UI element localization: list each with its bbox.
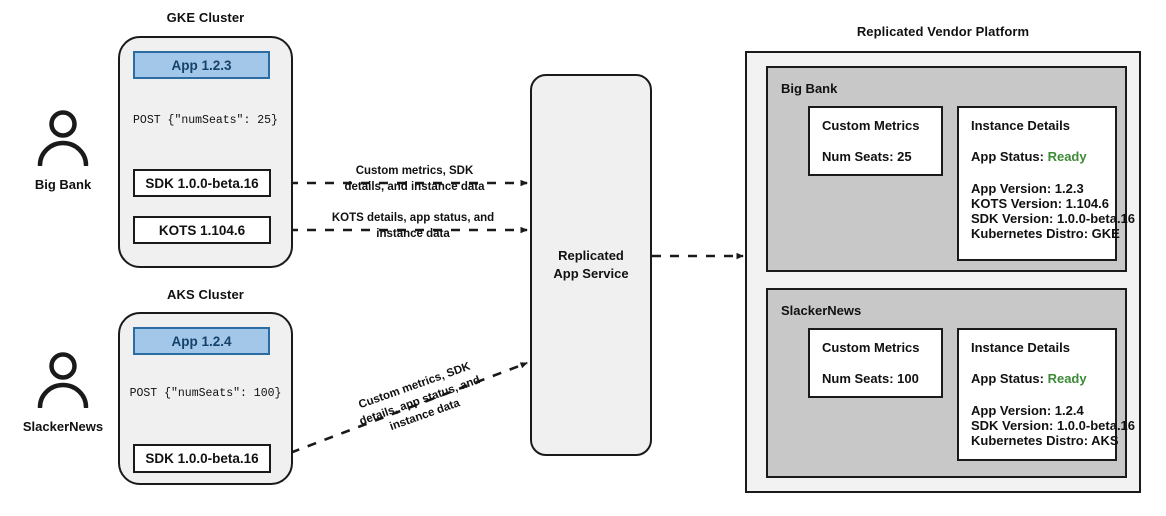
person-icon — [37, 110, 89, 168]
app-status-value: Ready — [1047, 149, 1087, 164]
gke-post-label: POST {"numSeats": 25} — [133, 114, 278, 127]
instance-details-heading: Instance Details — [971, 340, 1070, 355]
kubernetes-distro-row: Kubernetes Distro: GKE — [971, 226, 1120, 241]
edge-label-line: details, and instance data — [344, 180, 485, 193]
vendor-platform-title: Replicated Vendor Platform — [856, 24, 1030, 39]
app-status-value: Ready — [1047, 371, 1087, 386]
tenant-slackernews-title: SlackerNews — [781, 303, 862, 318]
sdk-version-row: SDK Version: 1.0.0-beta.16 — [971, 418, 1136, 433]
replicated-app-service-box[interactable]: Replicated App Service — [530, 74, 652, 456]
app-version-row: App Version: 1.2.3 — [971, 181, 1084, 196]
edge-label-line: instance data — [376, 227, 450, 240]
tenant-slackernews: SlackerNews Custom Metrics Num Seats: 10… — [766, 288, 1136, 478]
gke-cluster-title: GKE Cluster — [166, 10, 245, 25]
aks-post-label: POST {"numSeats": 100} — [129, 387, 282, 400]
edge-label-kots-to-service: KOTS details, app status, and instance d… — [313, 211, 513, 242]
kubernetes-distro-row: Kubernetes Distro: AKS — [971, 433, 1119, 448]
actor-big-bank-label: Big Bank — [34, 177, 92, 192]
edge-label-sdk-to-service: Custom metrics, SDK details, and instanc… — [327, 164, 502, 195]
actor-big-bank: Big Bank — [25, 110, 101, 192]
replicated-app-service-label: Replicated App Service — [553, 247, 628, 282]
service-line-2: App Service — [553, 266, 629, 281]
tenant-big-bank: Big Bank Custom Metrics Num Seats: 25 In… — [766, 66, 1136, 272]
slackernews-instance-details-panel: Instance Details App Status: Ready App V… — [957, 328, 1136, 461]
app-status-row: App Status: Ready — [971, 149, 1103, 164]
aks-app-box[interactable]: App 1.2.4 — [133, 327, 270, 355]
edge-label-line: Custom metrics, SDK — [355, 165, 474, 177]
num-seats-row: Num Seats: 100 — [822, 371, 919, 386]
slackernews-custom-metrics-panel: Custom Metrics Num Seats: 100 — [808, 328, 943, 398]
instance-details-heading: Instance Details — [971, 118, 1070, 133]
custom-metrics-heading: Custom Metrics — [822, 118, 920, 133]
aks-cluster-title: AKS Cluster — [167, 287, 244, 302]
gke-sdk-box[interactable]: SDK 1.0.0-beta.16 — [133, 169, 271, 197]
app-status-label: App Status: — [971, 371, 1044, 386]
edge-label-aks-to-service: Custom metrics, SDK details, app status,… — [327, 349, 512, 453]
gke-kots-box[interactable]: KOTS 1.104.6 — [133, 216, 271, 244]
aks-sdk-box[interactable]: SDK 1.0.0-beta.16 — [133, 444, 271, 473]
app-status-row: App Status: Ready — [971, 371, 1103, 386]
big-bank-custom-metrics-panel: Custom Metrics Num Seats: 25 — [808, 106, 943, 176]
edge-label-line: KOTS details, app status, and — [331, 212, 495, 224]
app-version-row: App Version: 1.2.4 — [971, 403, 1084, 418]
num-seats-row: Num Seats: 25 — [822, 149, 912, 164]
custom-metrics-heading: Custom Metrics — [822, 340, 920, 355]
tenant-big-bank-title: Big Bank — [781, 81, 838, 96]
person-icon — [37, 352, 89, 410]
app-status-label: App Status: — [971, 149, 1044, 164]
big-bank-instance-details-panel: Instance Details App Status: Ready App V… — [957, 106, 1136, 261]
gke-app-box[interactable]: App 1.2.3 — [133, 51, 270, 79]
kots-version-row: KOTS Version: 1.104.6 — [971, 196, 1110, 211]
actor-slackernews-label: SlackerNews — [22, 419, 104, 434]
sdk-version-row: SDK Version: 1.0.0-beta.16 — [971, 211, 1136, 226]
service-line-1: Replicated — [558, 248, 624, 264]
actor-slackernews: SlackerNews — [17, 352, 109, 434]
